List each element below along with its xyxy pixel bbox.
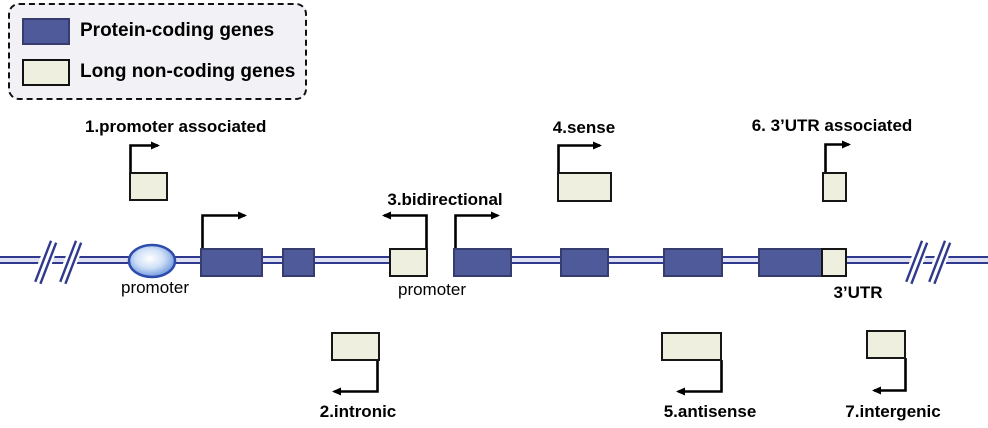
gene2-exon3 [663, 248, 723, 277]
lncrna-swatch [22, 59, 70, 86]
label-promoter-left: promoter [120, 278, 190, 297]
gene1-exon2 [282, 248, 315, 277]
label-utr3-associated: 6. 3’UTR associated [751, 116, 913, 135]
antisense-arrow-icon [676, 360, 723, 396]
label-intronic: 2.intronic [319, 402, 397, 421]
gene2-tss-arrow-icon [454, 211, 500, 249]
legend: Protein-coding genes Long non-coding gen… [8, 3, 307, 100]
bidirectional-lncrna-box [389, 248, 428, 277]
chromosome-line-upstream [312, 256, 393, 264]
gene2-exon2 [560, 248, 609, 277]
utr3-box [821, 248, 847, 277]
gene2-exon1 [453, 248, 512, 277]
label-utr3: 3’UTR [833, 283, 883, 302]
intronic-arrow-icon [332, 360, 379, 396]
intergenic-lncrna-box [866, 330, 906, 359]
break-mark-icon [925, 239, 954, 286]
label-antisense: 5.antisense [663, 402, 757, 421]
intergenic-arrow-icon [872, 358, 907, 395]
utr3-associated-arrow-icon [824, 140, 851, 172]
protein-coding-swatch [22, 18, 70, 45]
sense-lncrna-box [557, 172, 612, 202]
label-promoter-bidirectional: promoter [397, 280, 467, 299]
chromosome-line-intron3 [606, 256, 666, 264]
break-mark-icon [902, 239, 931, 286]
bidirectional-arrow-icon [382, 211, 428, 248]
break-mark-icon [56, 239, 85, 286]
label-bidirectional: 3.bidirectional [387, 190, 503, 209]
utr3-associated-lncrna-box [822, 172, 847, 202]
gene1-tss-arrow-icon [201, 211, 247, 249]
chromosome-line-intron2 [510, 256, 563, 264]
label-intergenic: 7.intergenic [845, 402, 941, 421]
label-sense: 4.sense [552, 118, 616, 137]
gene1-exon1 [200, 248, 263, 277]
legend-label-protein-coding: Protein-coding genes [80, 20, 275, 41]
gene2-exon4 [758, 248, 823, 277]
label-promoter-associated: 1.promoter associated [85, 117, 267, 136]
antisense-lncrna-box [661, 332, 722, 361]
chromosome-line-intron4 [720, 256, 761, 264]
intronic-lncrna-box [331, 332, 380, 361]
promoter-associated-arrow-icon [129, 141, 160, 173]
chromosome-line-intron1 [261, 256, 285, 264]
sense-arrow-icon [557, 141, 602, 172]
legend-label-lncrna: Long non-coding genes [80, 61, 296, 82]
promoter-associated-lncrna-box [129, 172, 168, 201]
break-mark-icon [31, 239, 60, 286]
promoter-ellipse [127, 243, 177, 279]
